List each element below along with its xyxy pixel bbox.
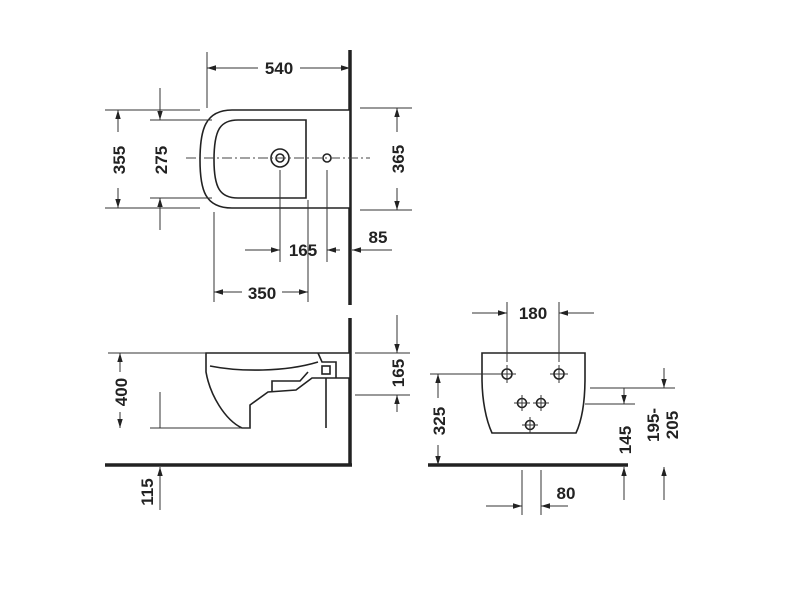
fixing-hole-right-icon [550,365,568,383]
dim-label-365: 365 [389,145,408,173]
fixing-hole-left-icon [498,365,516,383]
side-view: 165 400 115 [105,315,410,510]
dim-label-275: 275 [152,146,171,174]
dim-label-355: 355 [110,146,129,174]
side-view-bidet-body [205,352,351,429]
dim-label-350: 350 [248,284,276,303]
dim-label-180: 180 [519,304,547,323]
front-view-bidet-outline [481,352,586,434]
dim-label-165-top: 165 [289,241,317,260]
connection-right-icon [533,395,549,411]
dim-label-145: 145 [616,426,635,454]
dim-label-80: 80 [557,484,576,503]
dim-label-165-side: 165 [389,359,408,387]
dim-label-195-205-line2: 205 [663,411,682,439]
dim-label-115: 115 [138,478,157,505]
dim-label-400: 400 [112,378,131,406]
connection-left-icon [514,395,530,411]
top-view-bidet-outline [199,109,351,209]
dim-label-540: 540 [265,59,293,78]
dim-label-195-205-line1: 195- [644,408,663,442]
top-view-bowl [213,119,307,199]
dim-label-85: 85 [369,228,388,247]
top-view: 540 355 275 365 165 85 350 [105,50,412,305]
front-view: 180 325 145 195- 205 80 [428,302,682,515]
waste-outlet-icon [522,417,538,433]
dim-label-325: 325 [430,407,449,435]
